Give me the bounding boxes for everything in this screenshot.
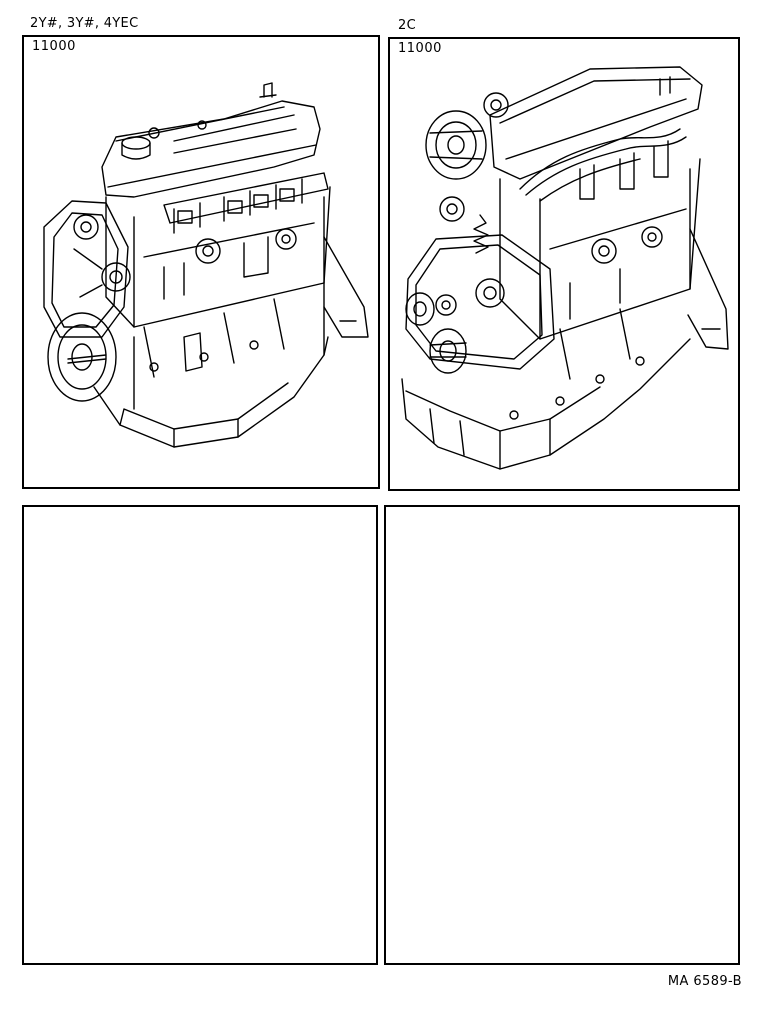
panel-engine-2c: 11000 bbox=[388, 37, 740, 491]
panel-empty-bottom-left bbox=[22, 505, 378, 965]
engine-assembly-drawing-2y bbox=[43, 82, 369, 448]
engine-model-label-left: 2Y#, 3Y#, 4YEC bbox=[30, 16, 139, 31]
part-number: 11000 bbox=[32, 39, 76, 54]
part-number: 11000 bbox=[398, 41, 442, 56]
panel-engine-2y: 11000 bbox=[22, 35, 380, 489]
panel-empty-bottom-right bbox=[384, 505, 740, 965]
engine-model-label-right: 2C bbox=[398, 18, 416, 33]
engine-assembly-drawing-2c bbox=[401, 66, 729, 470]
figure-code: MA 6589-B bbox=[667, 974, 742, 989]
